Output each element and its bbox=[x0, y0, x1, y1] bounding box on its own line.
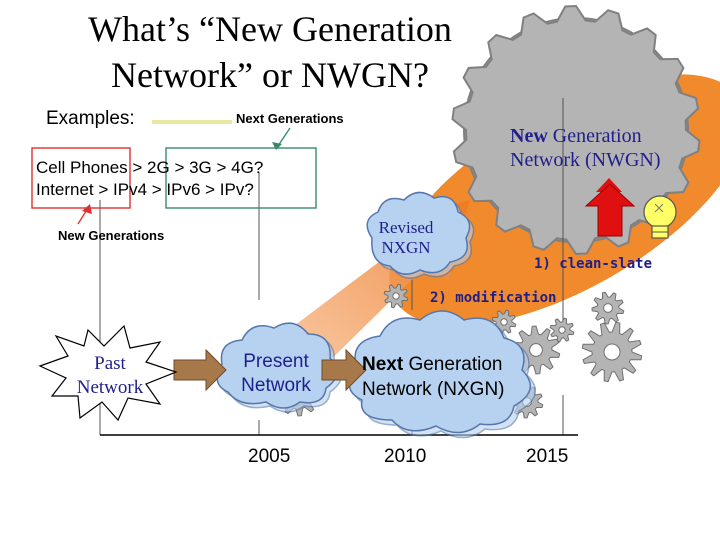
lightbulb-icon bbox=[643, 195, 677, 239]
example-cell-phones: Cell Phones > 2G > 3G > 4G? bbox=[36, 158, 264, 177]
past-line-1: Past bbox=[94, 353, 126, 374]
next-bold-word: Next bbox=[362, 354, 404, 375]
past-line-2: Network bbox=[76, 377, 144, 398]
year-label: 2005 bbox=[248, 446, 291, 467]
next-line-2: Network (NXGN) bbox=[362, 379, 505, 400]
next-generation-word: Generation bbox=[403, 354, 503, 375]
revised-nxgn-label: Revised NXGN bbox=[368, 218, 444, 258]
revised-line-2: NXGN bbox=[381, 238, 431, 257]
gear-hub bbox=[529, 343, 543, 357]
clean-slate-arrow bbox=[584, 178, 636, 237]
slide-title: What’s “New Generation Network” or NWGN? bbox=[60, 6, 480, 98]
callout-arrows bbox=[77, 120, 291, 225]
title-line-2: Network” or NWGN? bbox=[111, 55, 429, 95]
revised-line-1: Revised bbox=[378, 218, 434, 237]
next-generations-label: Next Generations bbox=[236, 111, 344, 126]
title-line-1: What’s “New Generation bbox=[88, 9, 452, 49]
present-network-cloud-icon bbox=[216, 322, 342, 413]
new-generations-label: New Generations bbox=[58, 228, 165, 243]
present-line-2: Network bbox=[241, 375, 311, 396]
year-label: 2010 bbox=[384, 446, 427, 467]
present-to-next-arrow bbox=[321, 348, 367, 392]
next-generation-label: Next Generation Network (NXGN) bbox=[362, 352, 505, 402]
past-to-present-arrow bbox=[173, 348, 227, 392]
nwgn-new-word: New bbox=[510, 125, 548, 147]
present-line-1: Present bbox=[243, 351, 309, 372]
nwgn-line-2: Network (NWGN) bbox=[510, 149, 661, 171]
gear-hub bbox=[603, 343, 621, 361]
revised-nxgn-cloud-icon bbox=[366, 191, 475, 279]
gear-hub bbox=[603, 303, 613, 313]
gear-hub bbox=[558, 326, 566, 334]
past-network-burst-icon bbox=[38, 324, 178, 422]
gear-hub bbox=[392, 292, 400, 300]
past-network-label: Past Network bbox=[62, 352, 158, 400]
clean-slate-label: 1) clean-slate bbox=[534, 256, 653, 272]
next-line-1: Next Generation bbox=[362, 352, 505, 377]
modification-label: 2) modification bbox=[430, 290, 557, 306]
large-gear-teeth bbox=[451, 4, 701, 256]
nwgn-generation-word: Generation bbox=[547, 125, 642, 147]
present-network-label: Present Network bbox=[226, 350, 326, 398]
large-gear-icon bbox=[451, 4, 701, 256]
year-label: 2015 bbox=[526, 446, 569, 467]
examples-label: Examples: bbox=[46, 108, 135, 129]
nwgn-line-1: New Generation bbox=[510, 124, 661, 148]
generation-boxes bbox=[31, 147, 317, 209]
gear-hub bbox=[500, 318, 508, 326]
example-internet: Internet > IPv4 > IPv6 > IPv? bbox=[36, 180, 254, 199]
next-generation-cloud-icon bbox=[348, 310, 536, 439]
nwgn-label: New Generation Network (NWGN) bbox=[510, 124, 661, 172]
